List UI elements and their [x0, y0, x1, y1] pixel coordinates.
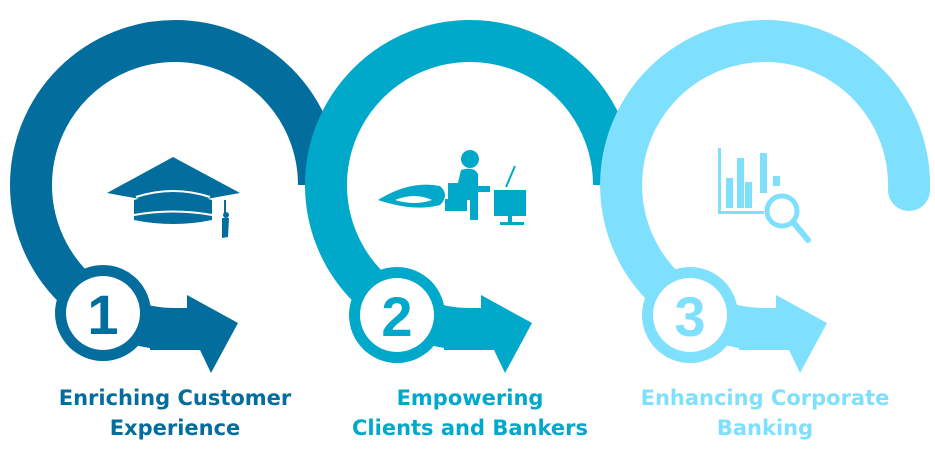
step-3-label: Enhancing Corporate Banking	[615, 383, 915, 443]
step-1-number: 1	[87, 283, 118, 346]
step-2-number: 2	[381, 285, 412, 348]
person-at-desk-icon	[378, 150, 526, 225]
step-3-number: 3	[674, 285, 705, 348]
arrow-head-icon	[187, 295, 238, 373]
step-2-title-line1: Empowering	[396, 386, 544, 410]
arrow-head-icon	[776, 295, 827, 373]
step-3-title-line1: Enhancing Corporate	[640, 386, 890, 410]
arrow-head-icon	[481, 295, 532, 373]
step-1-label: Enriching Customer Experience	[25, 383, 325, 443]
step-2-ring: 2	[305, 20, 635, 373]
step-2-label: Empowering Clients and Bankers	[320, 383, 620, 443]
step-1-title-line1: Enriching Customer	[58, 386, 292, 410]
step-1-ring: 1	[10, 20, 340, 373]
step-2-title-line2: Clients and Bankers	[352, 416, 588, 440]
step-3-title-line2: Banking	[716, 416, 814, 440]
graduation-cap-icon	[107, 157, 240, 238]
chart-search-icon	[718, 148, 811, 243]
step-3-ring: 3	[600, 20, 931, 373]
step-1-title-line2: Experience	[109, 416, 241, 440]
